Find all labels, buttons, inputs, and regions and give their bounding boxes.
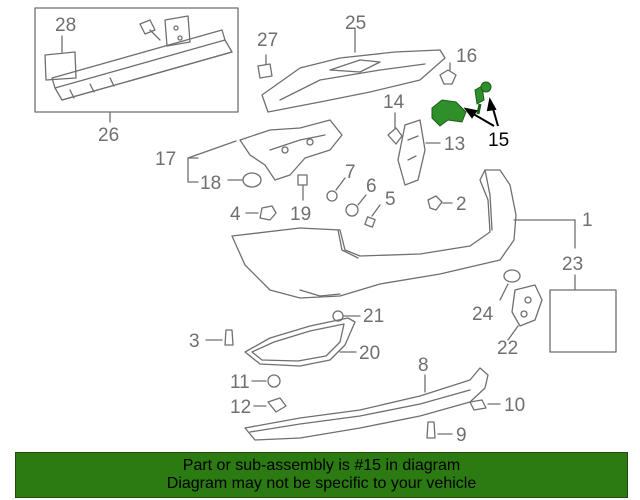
- part-21-screw: [332, 310, 361, 322]
- part-8-lower-garnish: [244, 367, 489, 441]
- reinforcement-bar: [51, 29, 233, 101]
- part-20-reflector: [244, 317, 357, 367]
- part-7-screw: [326, 177, 346, 202]
- callout-22: 22: [497, 338, 518, 359]
- callout-8: 8: [418, 355, 429, 376]
- banner-line-2: Diagram may not be specific to your vehi…: [166, 475, 477, 492]
- callout-16: 16: [456, 46, 477, 67]
- callout-26: 26: [98, 125, 119, 146]
- callout-13: 13: [444, 134, 465, 155]
- part-6-bolt: [345, 194, 367, 217]
- callout-20: 20: [359, 343, 380, 364]
- callout-24: 24: [472, 304, 494, 325]
- leader-17-a: [187, 140, 237, 159]
- part-4-nut: [259, 205, 277, 221]
- notice-banner: Part or sub-assembly is #15 in diagram D…: [15, 452, 628, 498]
- callout-5: 5: [385, 189, 396, 210]
- part-1-bumper-cover: [231, 169, 576, 299]
- part-9-clip: [426, 421, 453, 439]
- parts-diagram: 28 26 27 25 16 14 15 13 17 18 7 6 5 4 19…: [34, 7, 617, 446]
- part-5-clip: [364, 216, 376, 228]
- bolt-icon: [139, 19, 161, 41]
- callout-3: 3: [189, 331, 200, 352]
- part-12-clip: [253, 397, 287, 413]
- callout-17: 17: [155, 149, 176, 170]
- banner-line-1: Part or sub-assembly is #15 in diagram: [182, 457, 461, 474]
- callout-21: 21: [363, 306, 384, 327]
- leader-17: [187, 157, 199, 183]
- part-11-screw: [251, 374, 281, 388]
- callout-11: 11: [230, 372, 250, 393]
- part-2-clip: [427, 195, 453, 211]
- callout-1: 1: [582, 210, 593, 231]
- part-15-highlighted: [431, 81, 492, 127]
- part-19-nut: [297, 174, 308, 186]
- callout-19: 19: [290, 204, 311, 225]
- part-27-clip: [257, 54, 273, 79]
- callout-12: 12: [230, 397, 251, 418]
- part-24-clip: [499, 269, 521, 301]
- bracket-plate: [164, 15, 191, 47]
- callout-4: 4: [230, 204, 241, 225]
- part-3-clip: [205, 329, 234, 346]
- callout-14: 14: [383, 92, 405, 113]
- part-17-bracket: [239, 119, 343, 181]
- part-16-clip: [439, 62, 457, 85]
- callout-6: 6: [366, 176, 377, 197]
- callout-2: 2: [456, 194, 467, 215]
- reinforcement-box: [34, 7, 239, 113]
- part-14-clip: [387, 112, 403, 145]
- callout-18: 18: [200, 173, 221, 194]
- callout-27: 27: [257, 30, 278, 51]
- callout-7: 7: [345, 162, 356, 183]
- callout-25: 25: [345, 13, 366, 34]
- part-10-clip: [469, 399, 501, 411]
- part-13-bracket: [397, 119, 441, 186]
- callout-28: 28: [55, 15, 76, 36]
- part-15-arrows: [463, 97, 499, 127]
- part-25-brake-lamp: [261, 27, 446, 113]
- callout-23: 23: [562, 254, 583, 275]
- callout-10: 10: [504, 395, 525, 416]
- part-28-plate: [44, 35, 77, 81]
- callout-9: 9: [456, 425, 467, 446]
- part-22-bracket: [507, 284, 543, 341]
- callout-15: 15: [488, 130, 509, 151]
- part-18-grommet: [227, 172, 262, 188]
- part-23-plate: [549, 289, 617, 353]
